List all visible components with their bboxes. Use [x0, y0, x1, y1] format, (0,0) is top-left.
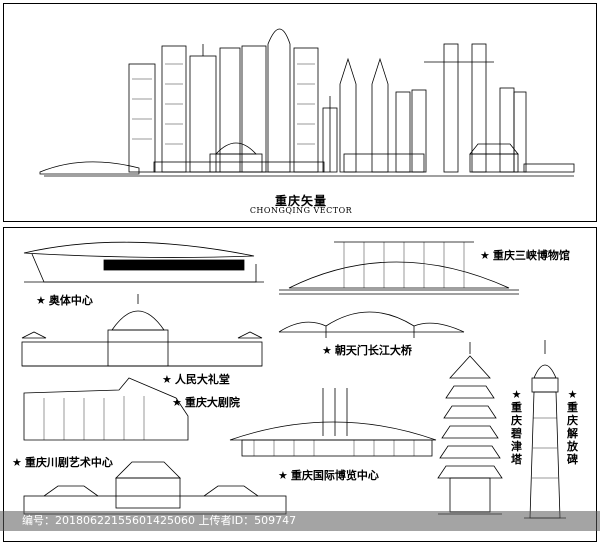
liberation-monument-drawing: [524, 340, 566, 519]
star-icon: ★: [511, 388, 522, 401]
skyline-illustration: [39, 28, 575, 177]
landmark-label-great-hall: ★人民大礼堂: [162, 373, 230, 386]
star-icon: ★: [567, 388, 578, 401]
landmark-label-expo: ★重庆国际博览中心: [278, 469, 379, 482]
landmark-label-liberation-monument: ★ 重 庆 解 放 碑: [567, 388, 578, 466]
bijin-pagoda-drawing: [437, 342, 503, 515]
landmarks-panel: ★奥体中心 ★重庆三峡博物馆 ★人民大礼堂 ★朝天门长江大桥 ★重庆大剧院 ★重…: [3, 227, 597, 542]
olympic-center-drawing: [23, 241, 264, 283]
star-icon: ★: [278, 469, 288, 482]
landmark-label-bijin-pagoda: ★ 重 庆 碧 津 塔: [511, 388, 522, 466]
landmark-label-opera: ★重庆川剧艺术中心: [12, 456, 113, 469]
page-title: 重庆矢量: [274, 194, 327, 208]
three-gorges-museum-drawing: [279, 241, 519, 295]
star-icon: ★: [172, 396, 182, 409]
star-icon: ★: [162, 373, 172, 386]
star-icon: ★: [36, 294, 46, 307]
landmark-label-museum: ★重庆三峡博物馆: [480, 249, 570, 262]
skyline-panel: 重庆矢量 CHONGQING VECTOR: [3, 3, 597, 222]
landmark-label-olympic: ★奥体中心: [36, 294, 93, 307]
grand-theatre-drawing: [23, 377, 189, 441]
landmark-label-bridge: ★朝天门长江大桥: [322, 344, 412, 357]
page-subtitle: CHONGQING VECTOR: [249, 206, 353, 215]
chaotianmen-bridge-drawing: [278, 311, 465, 338]
expo-center-drawing: [229, 388, 437, 457]
great-hall-drawing: [21, 294, 263, 367]
watermark-bar: 编号：20180622155601425060 上传者ID：509747: [0, 511, 600, 531]
star-icon: ★: [322, 344, 332, 357]
star-icon: ★: [12, 456, 22, 469]
opera-center-drawing: [23, 461, 287, 515]
landmark-label-theatre: ★重庆大剧院: [172, 396, 240, 409]
star-icon: ★: [480, 249, 490, 262]
landmarks-illustration: [21, 241, 566, 519]
